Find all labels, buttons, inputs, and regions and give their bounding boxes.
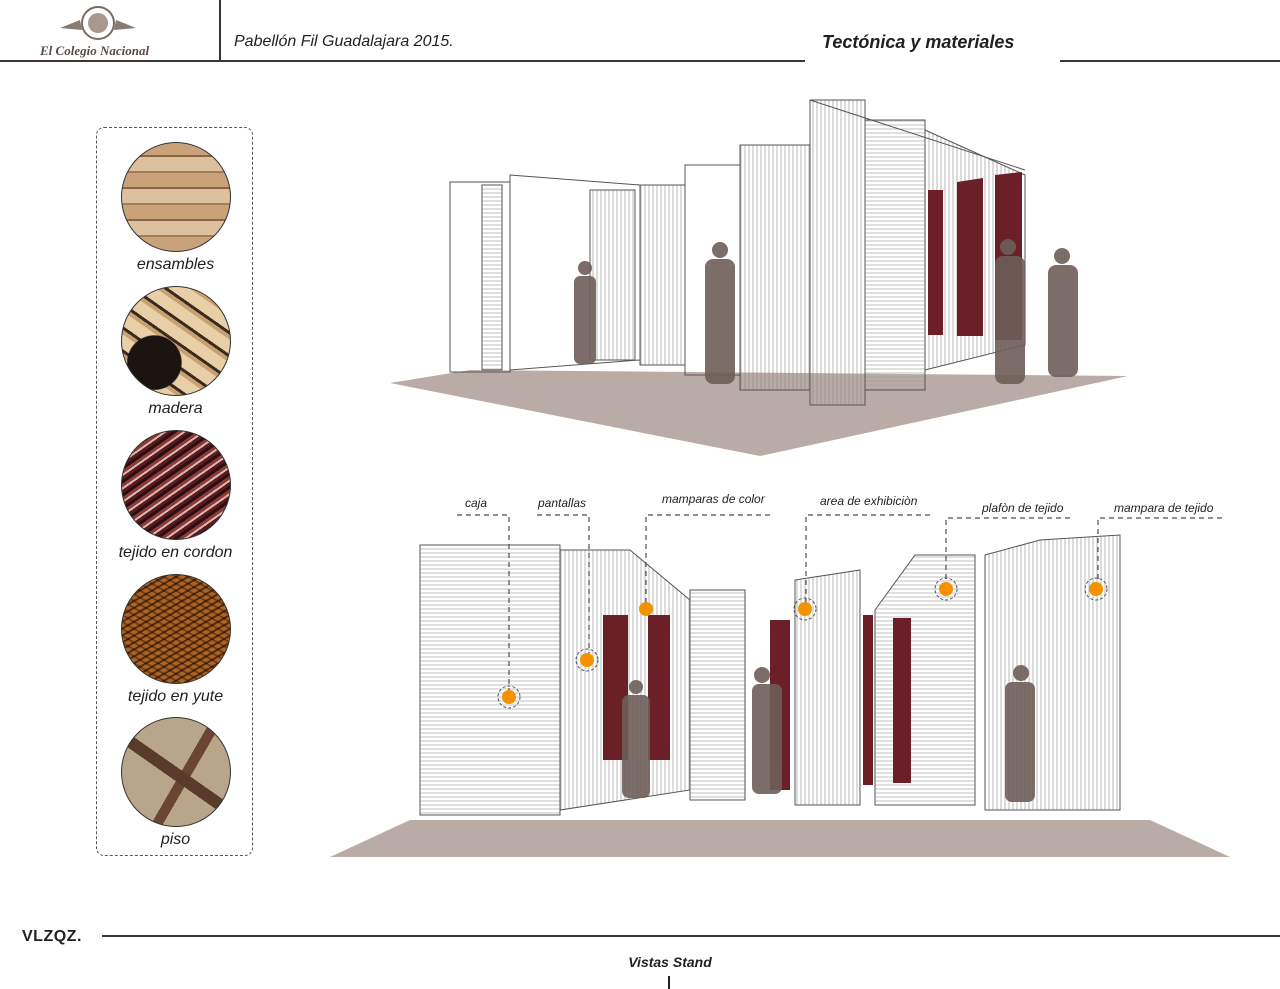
material-tejido-yute: tejido en yute	[97, 574, 254, 706]
floor-platform	[390, 370, 1128, 456]
tejido-cordon-swatch	[120, 430, 231, 540]
people-silhouettes	[574, 239, 1078, 384]
sheet-title: Vistas Stand	[628, 954, 712, 970]
material-label: ensambles	[136, 256, 215, 273]
callout-area-exhibicion: area de exhibiciòn	[820, 494, 918, 508]
logo-emblem	[58, 4, 138, 42]
material-piso: piso	[97, 717, 254, 849]
footer-brand: VLZQZ.	[22, 928, 82, 945]
floor-platform	[330, 820, 1230, 857]
logo-text: El Colegio Nacional	[40, 43, 150, 58]
material-label: tejido en cordon	[118, 544, 233, 561]
material-tejido-cordon: tejido en cordon	[97, 430, 254, 562]
materials-panel: ensambles madera tejido en cordon tejido…	[96, 127, 253, 856]
material-label: piso	[160, 831, 191, 848]
callout-mamparas-color: mamparas de color	[662, 492, 765, 506]
piso-swatch	[120, 717, 231, 827]
footer-rule	[102, 935, 1280, 937]
marker-dots	[497, 577, 1108, 709]
header-rule-left	[0, 60, 805, 62]
material-madera: madera	[97, 286, 254, 418]
section-title: Tectónica y materiales	[822, 32, 1015, 52]
callout-caja: caja	[465, 496, 488, 510]
project-title: Pabellón Fil Guadalajara 2015.	[234, 33, 454, 50]
stand-perspective-view	[390, 99, 1128, 456]
tejido-yute-swatch	[120, 574, 231, 684]
material-ensambles: ensambles	[97, 142, 254, 274]
people-silhouettes	[622, 665, 1035, 802]
material-label: madera	[148, 400, 203, 417]
callout-mampara-tejido: mampara de tejido	[1114, 501, 1214, 515]
header-divider	[219, 0, 221, 60]
material-label: tejido en yute	[127, 688, 224, 705]
callout-pantallas: pantallas	[538, 496, 587, 510]
callout-leaders	[457, 514, 1222, 695]
footer-tick	[668, 976, 670, 989]
madera-swatch	[120, 286, 231, 396]
stand-front-view	[330, 514, 1230, 857]
ensambles-swatch	[120, 142, 231, 252]
header-rule-right	[1060, 60, 1280, 62]
callout-plafon-tejido: plafòn de tejido	[982, 501, 1064, 515]
